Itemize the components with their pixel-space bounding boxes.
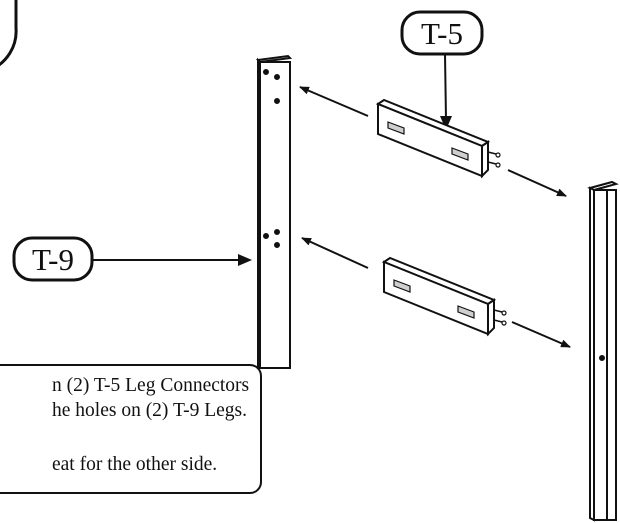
callout-t5-text: T-5 xyxy=(421,16,463,51)
arrow-lower-left xyxy=(301,237,369,269)
instruction-box xyxy=(0,364,262,494)
instruction-line-1: n (2) T-5 Leg Connectors xyxy=(52,375,250,396)
connector-t5-lower xyxy=(381,256,507,337)
callout-t9: T-9 xyxy=(12,236,252,282)
instruction-line-2: he holes on (2) T-9 Legs. xyxy=(52,400,247,421)
callout-t9-text: T-9 xyxy=(32,242,74,277)
step-circle-fragment xyxy=(0,0,18,66)
instruction-line-3: eat for the other side. xyxy=(52,454,218,475)
arrow-lower-right xyxy=(511,321,571,348)
leg-t9-left xyxy=(255,54,293,369)
callout-t5: T-5 xyxy=(400,10,484,130)
arrow-upper-left xyxy=(299,86,369,117)
assembly-arrows xyxy=(299,86,571,348)
leg-t9-right xyxy=(587,180,619,522)
arrow-upper-right xyxy=(507,169,567,197)
connector-t5-upper xyxy=(375,98,501,179)
